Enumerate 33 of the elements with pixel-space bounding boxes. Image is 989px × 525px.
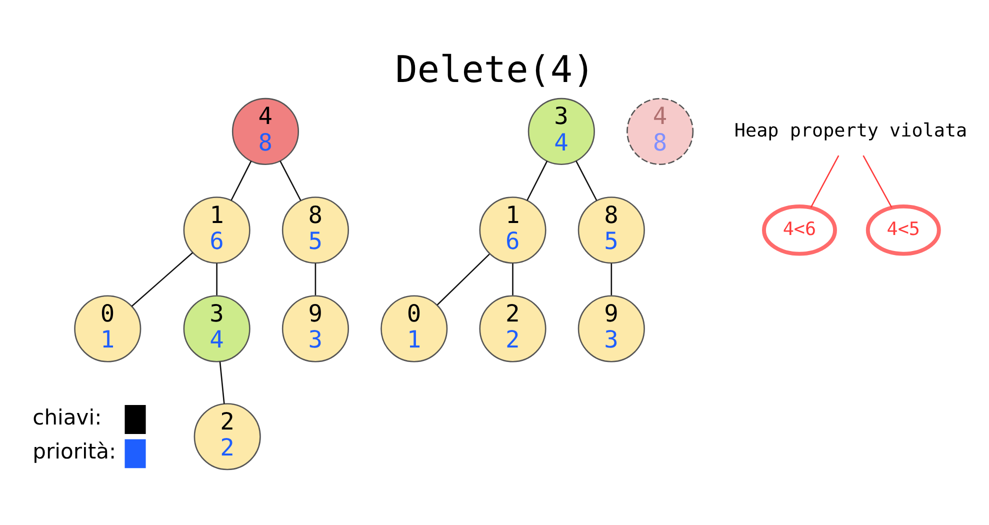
node-circle: 1 6 (182, 196, 250, 264)
node-circle: 0 1 (380, 294, 448, 362)
node-circle: 8 5 (281, 196, 348, 264)
node-circle: 8 5 (577, 196, 644, 264)
connector (512, 262, 513, 295)
node-circle: 3 4 (527, 97, 594, 165)
connector (130, 252, 193, 306)
node-circle: 9 3 (577, 294, 644, 362)
node-circle: 2 2 (193, 402, 260, 470)
connector (279, 160, 301, 200)
node-circle: 4 8 (231, 97, 299, 165)
legend-label: priorità: (32, 438, 116, 464)
connector (526, 160, 548, 200)
diagram-title: Delete(4) (394, 48, 594, 91)
connector (810, 154, 839, 208)
node-text: Heap property violata (734, 120, 967, 141)
node-circle: 0 1 (74, 294, 141, 362)
connector (230, 160, 252, 200)
node-circle: 1 6 (478, 196, 546, 264)
connector (610, 262, 612, 295)
node-circle: 2 2 (478, 294, 546, 362)
node-circle: 3 4 (182, 294, 250, 362)
node-circle: 9 3 (281, 294, 348, 362)
connector (862, 154, 892, 208)
legend-label: chiavi: (32, 404, 102, 430)
connector (575, 160, 597, 200)
node-circle: 4 8 (626, 97, 694, 165)
connector (216, 262, 217, 295)
connector (436, 253, 490, 305)
connector (218, 361, 224, 404)
node-ellipse: 4<6 (762, 204, 836, 256)
node-ellipse: 4<5 (865, 204, 940, 256)
connector (314, 262, 316, 295)
